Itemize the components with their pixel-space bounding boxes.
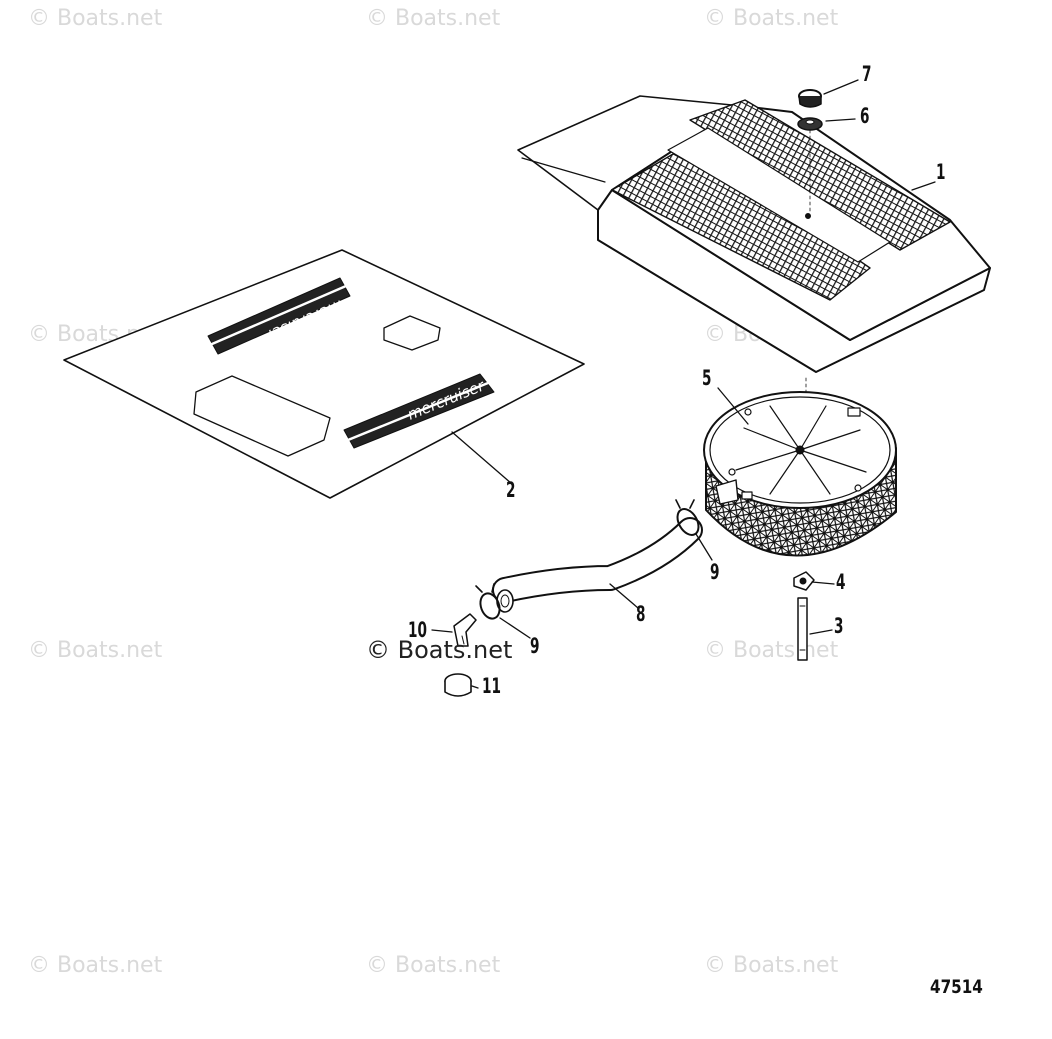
decal-sheet (63, 249, 585, 499)
flame-arrestor-cover (517, 95, 991, 373)
watermark: © Boats.net (366, 953, 501, 978)
leader-lines (431, 79, 936, 689)
watermark: © Boats.net (28, 953, 163, 978)
callout-11: 11 (482, 674, 501, 698)
callout-5: 5 (702, 366, 712, 390)
callout-6: 6 (860, 104, 870, 128)
washer (797, 117, 823, 131)
watermark-center: © Boats.net (366, 636, 513, 664)
watermark: © Boats.net (704, 953, 839, 978)
plug (444, 673, 472, 697)
callout-10: 10 (408, 618, 427, 642)
watermark: © Boats.net (28, 638, 163, 663)
callout-9-upper: 9 (710, 560, 720, 584)
hose (492, 517, 703, 613)
watermark: © Boats.net (366, 6, 501, 31)
hose-clamp (475, 583, 501, 620)
callout-7: 7 (862, 62, 872, 86)
callout-3: 3 (834, 614, 844, 638)
callout-9-lower: 9 (530, 634, 540, 658)
nut (798, 89, 822, 108)
watermark: © Boats.net (704, 6, 839, 31)
flame-arrestor (703, 391, 897, 557)
callout-2: 2 (506, 478, 516, 502)
callout-8: 8 (636, 602, 646, 626)
watermark: © Boats.net (704, 638, 839, 663)
callout-4: 4 (836, 570, 846, 594)
elbow-fitting (453, 613, 477, 647)
callout-1: 1 (936, 160, 946, 184)
grommet (793, 571, 815, 591)
watermark: © Boats.net (28, 6, 163, 31)
hose-clamp (675, 499, 700, 536)
stud (797, 597, 808, 661)
figure-number: 47514 (930, 976, 983, 998)
